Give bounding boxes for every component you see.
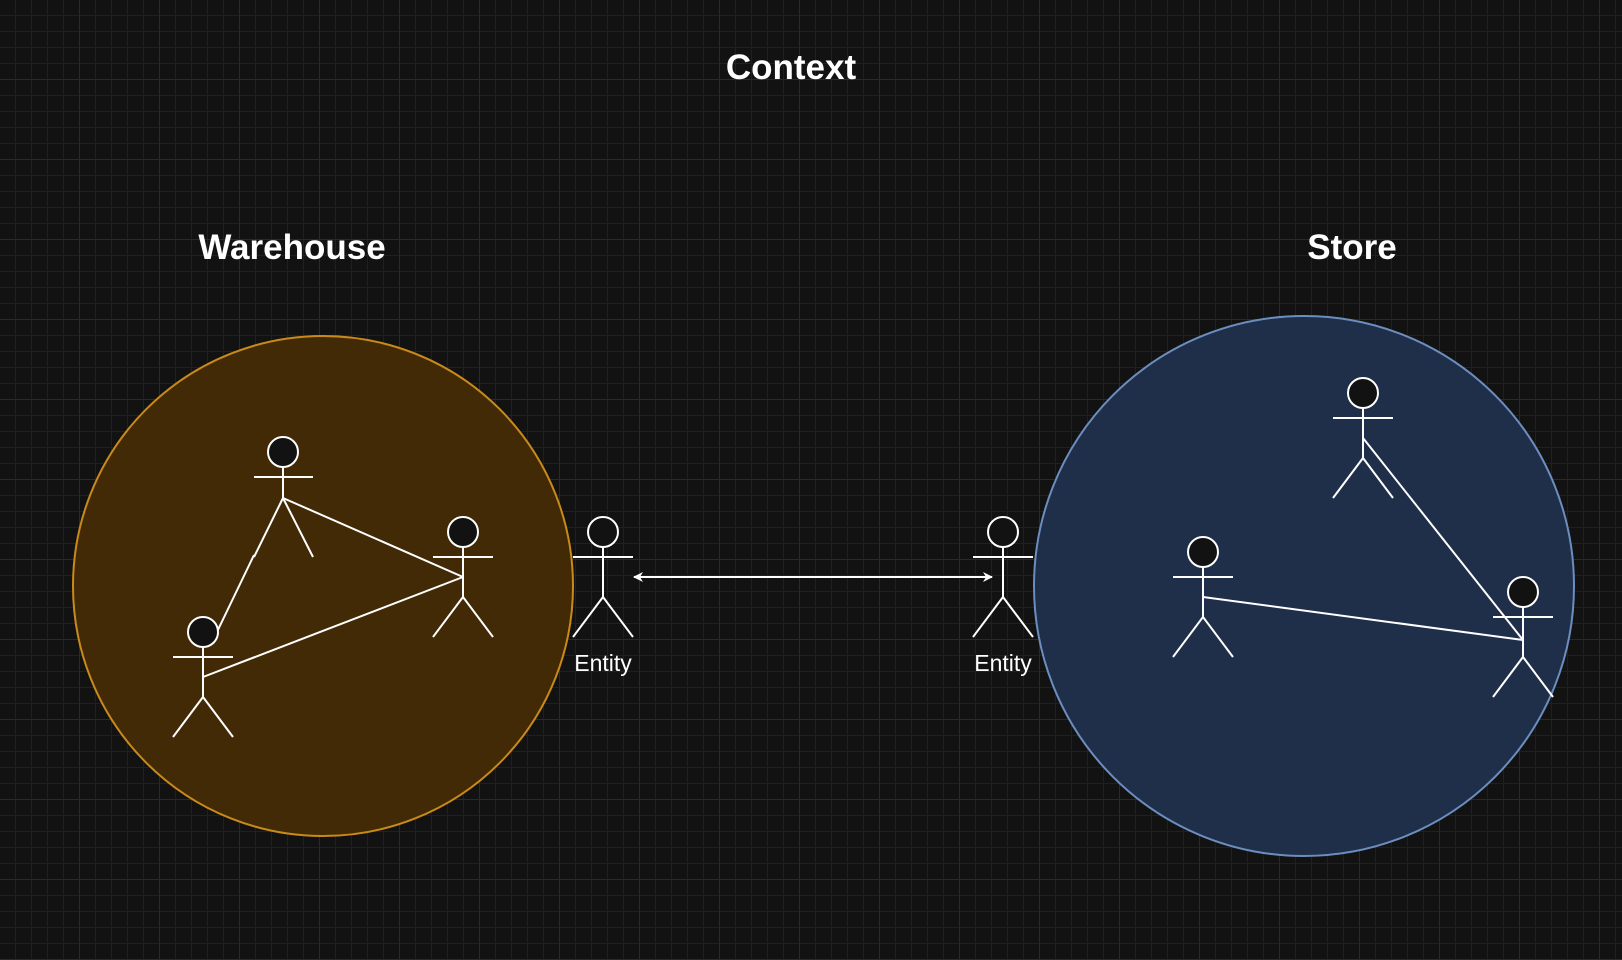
diagram-title: Context — [726, 48, 857, 87]
entity-label-store: Entity — [974, 650, 1032, 676]
actor-icon[interactable] — [1492, 576, 1554, 698]
context-title-store: Store — [1307, 228, 1396, 267]
actor-icon[interactable] — [432, 516, 494, 638]
warehouse-context-circle[interactable] — [72, 335, 574, 837]
actor-icon[interactable] — [253, 436, 314, 558]
actor-icon[interactable] — [1332, 377, 1394, 499]
entity-actor-warehouse[interactable] — [572, 516, 634, 638]
entity-label-warehouse: Entity — [574, 650, 632, 676]
association-line — [282, 497, 464, 578]
association-line — [1362, 437, 1524, 641]
association-line — [1202, 596, 1524, 641]
store-context-circle[interactable] — [1033, 315, 1575, 857]
association-line — [202, 576, 464, 678]
actor-icon[interactable] — [172, 616, 234, 738]
association-line — [214, 554, 255, 637]
context-title-warehouse: Warehouse — [198, 228, 385, 267]
actor-icon[interactable] — [1172, 536, 1234, 658]
entity-actor-store[interactable] — [972, 516, 1034, 638]
